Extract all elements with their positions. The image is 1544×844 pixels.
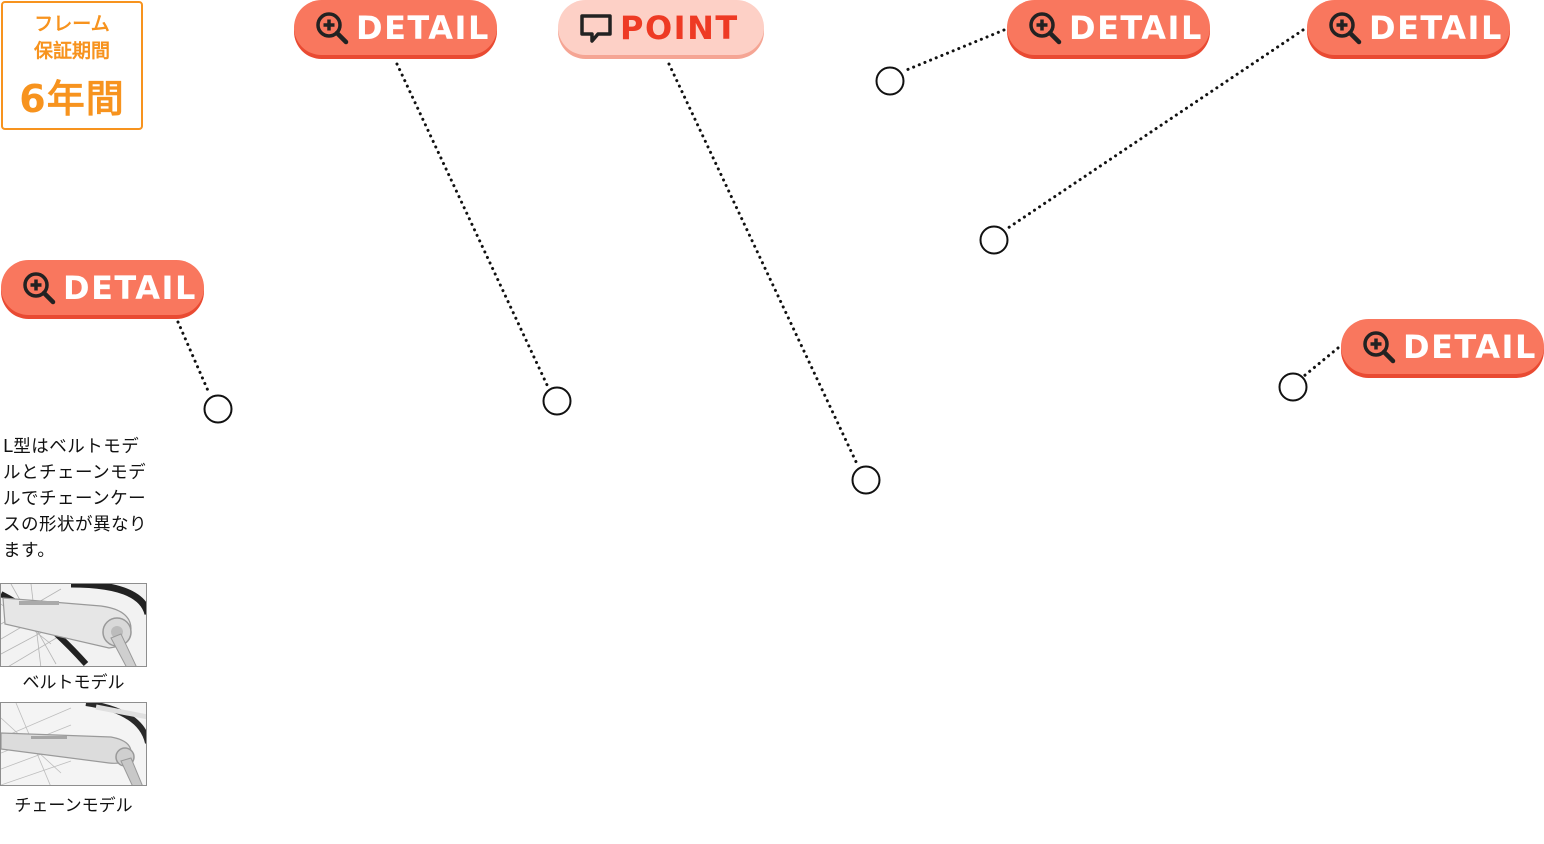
detail-button-label: DETAIL	[356, 8, 490, 47]
zoom-in-icon	[1327, 10, 1363, 46]
detail-button-2[interactable]: DETAIL	[1007, 0, 1210, 55]
zoom-in-icon	[21, 270, 57, 306]
point-button[interactable]: POINT	[558, 0, 764, 55]
belt-model-caption: ベルトモデル	[22, 673, 125, 693]
target-circle-3	[203, 394, 233, 424]
speech-bubble-icon	[578, 10, 614, 46]
detail-button-5[interactable]: DETAIL	[1341, 319, 1544, 374]
chain-model-illustration	[1, 703, 146, 785]
leader-line-detail-1	[395, 62, 550, 389]
chain-model-caption: チェーンモデル	[14, 796, 133, 816]
target-circle-1	[875, 66, 905, 96]
warranty-label-period: 保証期間	[33, 40, 110, 62]
zoom-in-icon	[1361, 329, 1397, 365]
target-circle-5	[851, 465, 881, 495]
target-circle-6	[1278, 372, 1308, 402]
point-button-label: POINT	[620, 8, 739, 47]
detail-button-label: DETAIL	[1403, 327, 1537, 366]
chain-model-thumbnail[interactable]	[0, 702, 147, 786]
leader-line-detail-2	[902, 28, 1006, 73]
detail-button-label: DETAIL	[1369, 8, 1503, 47]
detail-button-label: DETAIL	[1069, 8, 1203, 47]
zoom-in-icon	[314, 10, 350, 46]
leader-line-detail-3	[1006, 28, 1305, 230]
zoom-in-icon	[1027, 10, 1063, 46]
detail-button-3[interactable]: DETAIL	[1307, 0, 1510, 55]
belt-model-illustration	[1, 584, 146, 666]
detail-button-1[interactable]: DETAIL	[294, 0, 497, 55]
leader-line-detail-5	[1302, 346, 1340, 378]
detail-button-label: DETAIL	[63, 268, 197, 307]
leader-line-point	[667, 62, 860, 468]
target-circle-4	[542, 386, 572, 416]
warranty-years: 6年間	[19, 77, 125, 121]
warranty-badge: フレーム 保証期間 6年間	[1, 1, 143, 130]
detail-button-4[interactable]: DETAIL	[1, 260, 204, 315]
target-circle-2	[979, 225, 1009, 255]
belt-model-thumbnail[interactable]	[0, 583, 147, 667]
model-description: L型はベルトモデルとチェーンモデルでチェーンケースの形状が異なります。	[3, 437, 147, 561]
warranty-label-frame: フレーム	[34, 13, 110, 35]
leader-line-detail-4	[176, 320, 211, 395]
